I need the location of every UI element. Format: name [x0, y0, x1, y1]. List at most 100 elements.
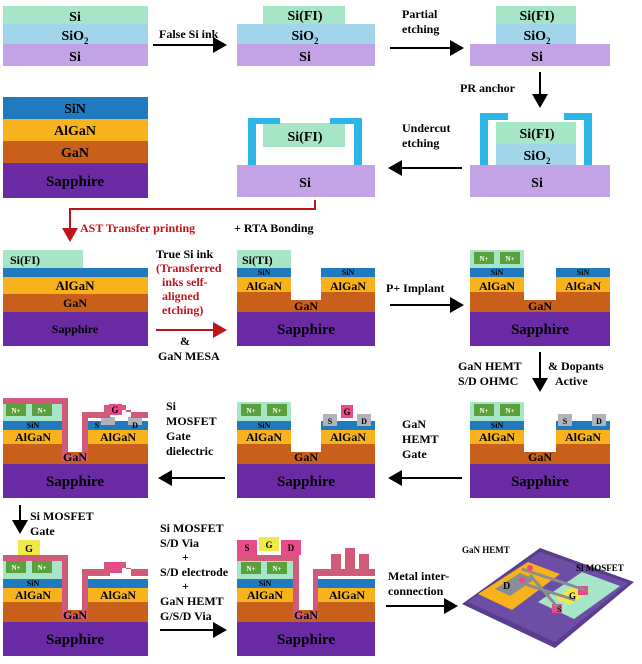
step-undercut-1: Undercut	[402, 121, 450, 135]
mosfet-source-label: S	[557, 605, 562, 614]
layer-algan-label: AlGaN	[565, 279, 601, 293]
step-false-si-ink: False Si ink	[159, 27, 219, 41]
layer-algan-label: AlGaN	[246, 279, 282, 293]
step-mos-gate-diel-3: Gate	[166, 429, 191, 443]
source-label: S	[563, 417, 568, 426]
layer-si-ti-label: Si(TI)	[242, 253, 273, 267]
stack-ohmc-active: N+ N+ S D SiN AlGaN AlGaN GaN Sapphire	[470, 402, 610, 498]
step-hemt-gate-2: HEMT	[402, 432, 439, 446]
stack-vias: S G D N+ N+ SiN AlGaN AlGaN GaN Sapphire	[237, 537, 375, 656]
step-ast-transfer: AST Transfer printing	[80, 221, 195, 235]
layer-gan-label: GaN	[294, 450, 318, 464]
sio2-base: SiO	[61, 29, 84, 44]
layer-algan-label: AlGaN	[329, 588, 365, 602]
gate-label: G	[25, 544, 33, 555]
step-mos-gate-diel-2: MOSFET	[166, 414, 217, 428]
layer-si-label: Si	[531, 176, 543, 191]
step-transferred-2: inks self-	[162, 275, 208, 289]
step-pr-anchor: PR anchor	[460, 81, 516, 95]
layer-sio2-label: SiO2	[291, 29, 319, 46]
step-hemt-gate-3: Gate	[402, 447, 427, 461]
step-vias-1: Si MOSFET	[160, 521, 224, 535]
source-label: S	[328, 417, 333, 426]
step-mos-gate-1: Si MOSFET	[30, 509, 94, 523]
step-vias-3: +	[182, 550, 189, 564]
wafer-stack-anchored: Si(FI) SiO2 Si	[470, 113, 610, 197]
layer-algan-label: AlGaN	[479, 430, 515, 444]
drain-label: D	[361, 417, 367, 426]
gate-label: G	[111, 405, 118, 415]
layer-sin-label: SiN	[491, 421, 504, 430]
step-mos-gate-diel-4: dielectric	[166, 444, 214, 458]
stack-p-implant: N+ N+ SiN SiN AlGaN AlGaN GaN Sapphire	[470, 250, 610, 346]
layer-sin-label: SiN	[577, 268, 590, 277]
n-plus-label: N+	[505, 407, 514, 415]
n-plus-label: N+	[246, 407, 255, 415]
step-p-implant: P+ Implant	[386, 281, 445, 295]
step-dopants-1: & Dopants	[548, 359, 604, 373]
step-vias-4: S/D electrode	[160, 565, 229, 579]
layer-algan-label: AlGaN	[15, 430, 51, 444]
layer-algan-label: AlGaN	[330, 430, 366, 444]
drain-label: D	[288, 543, 295, 553]
layer-sapphire-label: Sapphire	[277, 474, 335, 490]
layer-sio2-label: SiO2	[523, 149, 551, 166]
step-vias-6: GaN HEMT	[160, 594, 224, 608]
drain-label: D	[596, 417, 602, 426]
layer-si-fi-label: Si(FI)	[520, 127, 555, 142]
step-transferred-1: (Transferred	[156, 261, 222, 275]
step-rta-bonding: + RTA Bonding	[234, 221, 314, 235]
n-plus-label: N+	[479, 407, 488, 415]
layer-algan-label: AlGaN	[100, 430, 136, 444]
wafer-stack-partial-etched: Si(FI) SiO2 Si	[470, 6, 610, 66]
layer-algan-label: AlGaN	[246, 430, 282, 444]
step-hemt-ohmc-1: GaN HEMT	[458, 359, 522, 373]
layer-gan-label: GaN	[294, 299, 318, 313]
step-transferred-3: aligned	[162, 289, 200, 303]
layer-algan-label: AlGaN	[56, 278, 96, 293]
stack-transferred-false-ink: Si(FI) AlGaN GaN Sapphire	[3, 250, 148, 346]
stack-true-ink-mesa: Si(TI) SiN SiN AlGaN AlGaN GaN Sapphire	[237, 250, 375, 346]
layer-sapphire-label: Sapphire	[46, 174, 104, 190]
step-partial-1: Partial	[402, 7, 438, 21]
drain-label: D	[132, 421, 138, 430]
final-device-3d: GaN HEMT Si MOSFET D S G	[462, 545, 634, 648]
layer-algan-label: AlGaN	[330, 279, 366, 293]
si-mosfet-label: Si MOSFET	[576, 563, 624, 573]
wafer-stack-initial: Si SiO2 Si	[3, 6, 148, 66]
layer-sio2-label: SiO2	[523, 29, 551, 46]
layer-sin-label: SiN	[27, 421, 40, 430]
layer-algan-label: AlGaN	[479, 279, 515, 293]
layer-sin-label: SiN	[258, 421, 271, 430]
layer-sio2-label: SiO2	[61, 29, 89, 46]
n-plus-label: N+	[37, 407, 46, 415]
layer-algan-label: AlGaN	[100, 588, 136, 602]
gate-label: G	[265, 540, 272, 550]
stack-gate-dielectric: N+ N+ G SiN S D AlGaN AlGaN GaN Sapphire	[3, 398, 148, 498]
mosfet-gate-label: G	[569, 591, 576, 601]
n-plus-label: N+	[11, 407, 20, 415]
gan-wafer-stack: SiN AlGaN GaN Sapphire	[3, 97, 148, 198]
layer-si-label: Si	[299, 50, 311, 65]
layer-gan-label: GaN	[63, 296, 87, 310]
n-plus-label: N+	[246, 565, 255, 573]
n-plus-label: N+	[11, 564, 20, 572]
layer-si-label: Si	[299, 176, 311, 191]
layer-algan-label: AlGaN	[565, 430, 601, 444]
step-vias-7: G/S/D Via	[160, 609, 212, 623]
layer-sin-label: SiN	[491, 268, 504, 277]
layer-algan-label: AlGaN	[15, 588, 51, 602]
step-hemt-gate-1: GaN	[402, 417, 426, 431]
layer-si-fi-label: Si(FI)	[520, 9, 555, 24]
layer-si-fi-label: Si(FI)	[288, 130, 323, 145]
gate-label: G	[343, 407, 350, 417]
stack-hemt-gate: N+ N+ G S D SiN AlGaN AlGaN GaN Sapphire	[237, 402, 375, 498]
step-undercut-2: etching	[402, 136, 439, 150]
layer-si-top-label: Si	[69, 10, 81, 25]
layer-si-fi-label: Si(FI)	[288, 9, 323, 24]
layer-gan-label: GaN	[63, 450, 87, 464]
step-vias-2: S/D Via	[160, 536, 199, 550]
layer-sapphire-label: Sapphire	[52, 322, 99, 336]
layer-si-fi-label: Si(FI)	[10, 253, 40, 267]
